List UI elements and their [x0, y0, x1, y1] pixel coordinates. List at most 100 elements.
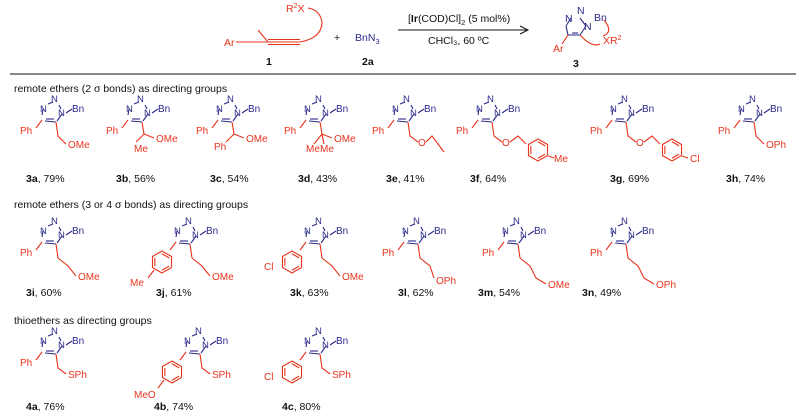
atom-n1: N: [322, 230, 329, 241]
phenyl-label: Ph: [456, 126, 468, 137]
atom-n3: N: [304, 104, 311, 115]
product-n3: N: [584, 21, 592, 33]
thioether-label: SPh: [68, 370, 87, 381]
atom-n1: N: [520, 230, 527, 241]
bn-label: Bn: [158, 104, 170, 115]
phenyl-label: Ph: [590, 248, 602, 259]
atom-n1: N: [628, 230, 635, 241]
atom-n1: N: [628, 108, 635, 119]
compound-caption: 3i, 60%: [26, 287, 62, 299]
atom-n1: N: [144, 108, 151, 119]
atom-n3: N: [304, 336, 311, 347]
atom-n2: N: [403, 94, 410, 105]
atom-n3: N: [40, 104, 47, 115]
atom-n1: N: [192, 230, 199, 241]
atom-n3: N: [402, 226, 409, 237]
compound-caption: 3a, 79%: [26, 173, 65, 185]
atom-n2: N: [513, 216, 520, 227]
bn-label: Bn: [216, 336, 228, 347]
atom-n2: N: [315, 94, 322, 105]
product-3: [561, 17, 610, 46]
catalyst: [Ir(COD)Cl]2 (5 mol%): [408, 13, 510, 27]
ether-o-label: O: [502, 138, 510, 149]
atom-n3: N: [216, 104, 223, 115]
methyl-label: Me: [554, 154, 568, 165]
section-title-2-sigma: remote ethers (2 σ bonds) as directing g…: [14, 83, 227, 95]
atom-n2: N: [315, 216, 322, 227]
phenyl-label: Ph: [214, 142, 226, 153]
atom-n1: N: [58, 340, 65, 351]
product-number: 3: [573, 58, 579, 70]
phenyl-label: Ph: [482, 248, 494, 259]
chloro-label: Cl: [264, 262, 273, 273]
substituent-label: OPh: [656, 280, 676, 291]
bn-label: Bn: [336, 104, 348, 115]
thioether-label: SPh: [332, 370, 351, 381]
reactant1-ar: Ar: [224, 37, 235, 49]
phenyl-label: Ph: [284, 126, 296, 137]
atom-n2: N: [185, 216, 192, 227]
bn-label: Bn: [206, 226, 218, 237]
bn-label: Bn: [434, 226, 446, 237]
compound-caption: 4a, 76%: [26, 401, 65, 413]
compound-caption: 3d, 43%: [298, 173, 337, 185]
atom-n3: N: [40, 226, 47, 237]
reactant1-r: R2X: [286, 3, 305, 15]
atom-n1: N: [494, 108, 501, 119]
atom-n2: N: [51, 216, 58, 227]
compound-caption: 3e, 41%: [386, 173, 425, 185]
substituent-label: OMe: [548, 280, 570, 291]
product-xr: XR2: [603, 35, 622, 47]
compound-caption: 3f, 64%: [470, 173, 506, 185]
atom-n2: N: [621, 94, 628, 105]
product-ar: Ar: [553, 43, 564, 55]
atom-n2: N: [51, 326, 58, 337]
atom-n3: N: [610, 104, 617, 115]
atom-n1: N: [202, 340, 209, 351]
reaction-header: Ar R2X 1 + BnN3 2a [Ir(COD)Cl]2 (5 mol%)…: [224, 3, 622, 70]
phenyl-label: Ph: [106, 126, 118, 137]
atom-n3: N: [738, 104, 745, 115]
atom-n1: N: [322, 108, 329, 119]
methoxy-label: MeO: [134, 390, 156, 401]
atom-n1: N: [410, 108, 417, 119]
methyl-label: Me: [134, 144, 148, 155]
atom-n2: N: [227, 94, 234, 105]
phenyl-label: Ph: [20, 126, 32, 137]
compound-caption: 4b, 74%: [154, 401, 193, 413]
atom-n1: N: [58, 108, 65, 119]
compound-caption: 3h, 74%: [726, 173, 765, 185]
substituent-label: OMe: [156, 134, 178, 145]
reactant2-number: 2a: [362, 56, 374, 68]
atom-n3: N: [174, 226, 181, 237]
bn-label: Bn: [336, 226, 348, 237]
compound-caption: 3m, 54%: [478, 287, 520, 299]
phenyl-label: Ph: [590, 126, 602, 137]
section-title-thioethers: thioethers as directing groups: [14, 315, 152, 327]
atom-n2: N: [749, 94, 756, 105]
bn-label: Bn: [248, 104, 260, 115]
compound-caption: 3g, 69%: [610, 173, 649, 185]
bn-label: Bn: [642, 226, 654, 237]
bn-label: Bn: [72, 104, 84, 115]
plus-sign: +: [334, 32, 340, 44]
substituent-label: OMe: [334, 134, 356, 145]
atom-n2: N: [195, 326, 202, 337]
compound-caption: 3n, 49%: [582, 287, 621, 299]
phenyl-label: Ph: [20, 248, 32, 259]
phenyl-label: Ph: [20, 358, 32, 369]
bn-label: Bn: [72, 336, 84, 347]
atom-n2: N: [137, 94, 144, 105]
